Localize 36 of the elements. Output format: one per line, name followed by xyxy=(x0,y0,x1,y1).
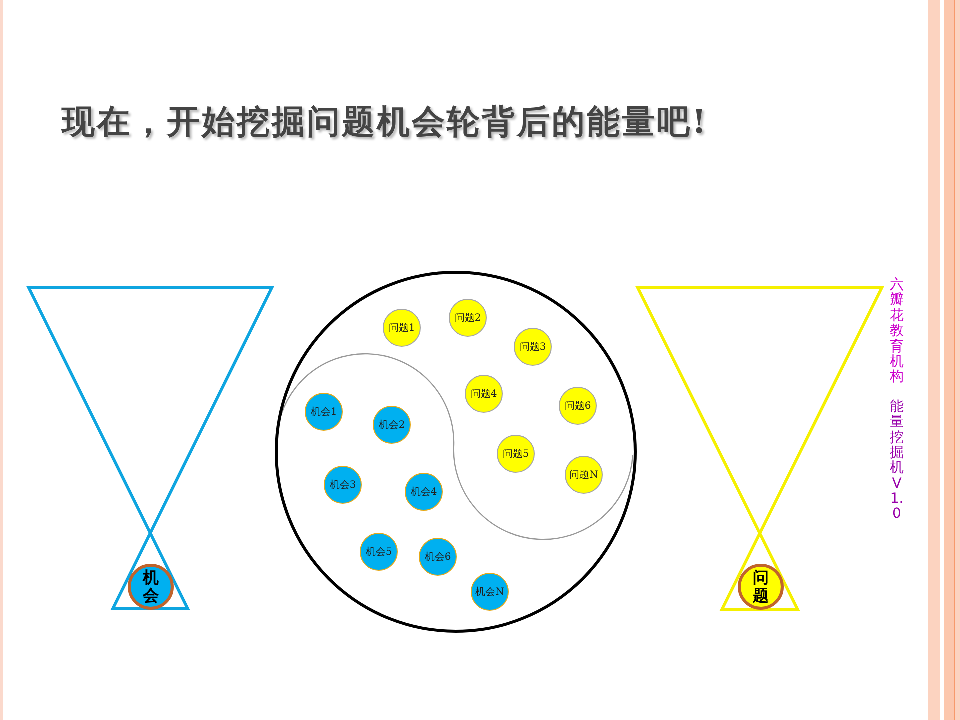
node-label: 问题6 xyxy=(564,400,592,413)
circle-node xyxy=(419,538,457,576)
outer-circle xyxy=(275,271,637,633)
vertical-label: 六瓣花教育机构 xyxy=(890,278,904,386)
circle-node xyxy=(565,456,603,494)
node-label: 问题 xyxy=(753,569,769,605)
circle-node xyxy=(559,387,597,425)
node-label: 问题2 xyxy=(454,312,482,325)
circle-node xyxy=(373,406,411,444)
node-label: 问题1 xyxy=(388,322,416,335)
circle-node xyxy=(471,573,509,611)
node-label: 机会1 xyxy=(310,406,338,419)
circle-node xyxy=(465,375,503,413)
title: 现在，开始挖掘问题机会轮背后的能量吧! xyxy=(62,101,708,143)
circle-node xyxy=(383,309,421,347)
node-label: 机会 xyxy=(143,569,159,605)
node-label: 机会2 xyxy=(378,418,406,432)
circle-node xyxy=(497,435,535,473)
node-label: 机会N xyxy=(476,586,504,599)
circle-node xyxy=(305,393,343,431)
circle-node xyxy=(405,473,443,511)
vertical-label: 能量挖掘机V1.0 xyxy=(890,400,904,523)
node-label: 机会5 xyxy=(366,546,392,559)
node-label: 机会6 xyxy=(424,550,452,564)
circle-node xyxy=(128,564,174,610)
circle-node xyxy=(514,328,552,366)
node-label: 问题5 xyxy=(502,448,530,461)
circle-node xyxy=(738,564,784,610)
node-label: 机会3 xyxy=(330,478,356,492)
circle-node xyxy=(360,533,398,571)
node-label: 问题4 xyxy=(470,388,498,401)
circle-node xyxy=(449,299,487,337)
node-label: 问题3 xyxy=(520,341,546,354)
node-label: 问题N xyxy=(570,469,598,482)
circle-node xyxy=(324,466,362,504)
node-label: 机会4 xyxy=(410,486,438,499)
